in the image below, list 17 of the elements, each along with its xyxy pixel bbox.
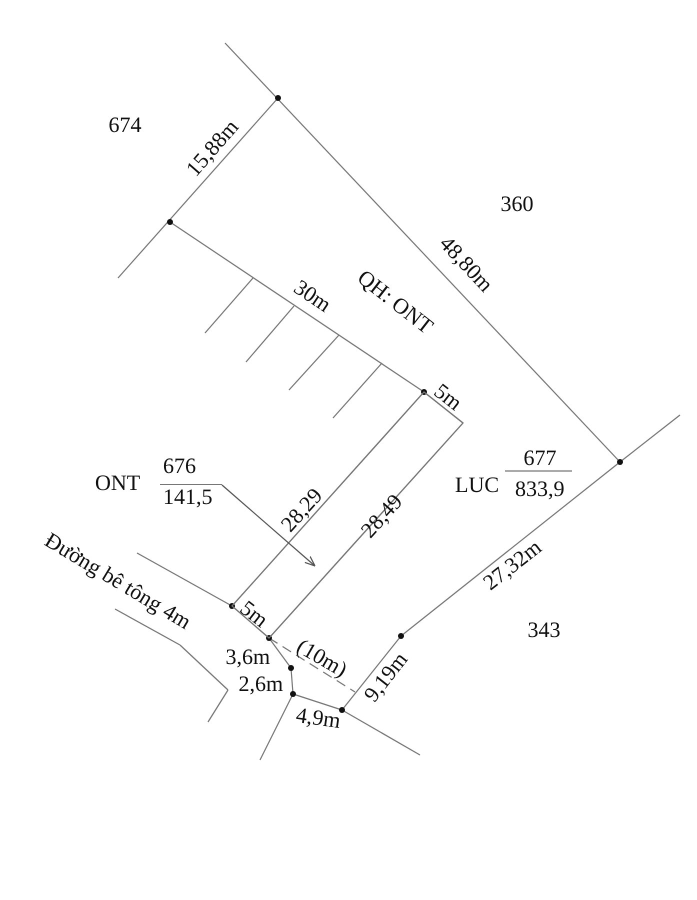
parcel-number: 343 xyxy=(528,619,560,641)
parcel-number: 674 xyxy=(108,114,142,136)
area-value: 833,9 xyxy=(515,478,564,500)
parcel-number: 360 xyxy=(500,193,534,215)
parcel-number: 676 xyxy=(163,455,196,477)
area-value: 141,5 xyxy=(163,486,212,508)
dimension-label: 2,6m xyxy=(238,673,284,695)
leader-line xyxy=(222,484,316,567)
dimension-label: 5m xyxy=(236,596,272,632)
dimension-label: 30m xyxy=(290,276,334,316)
parcel-number: 677 xyxy=(524,447,556,469)
land-use-code: LUC xyxy=(455,474,499,496)
dimension-label: 3,6m xyxy=(226,646,270,668)
dimension-label: 4,9m xyxy=(294,704,342,732)
land-use-code: ONT xyxy=(95,472,140,494)
zoning-label: QH: ONT xyxy=(353,266,436,338)
dimension-label: 5m xyxy=(430,380,466,414)
